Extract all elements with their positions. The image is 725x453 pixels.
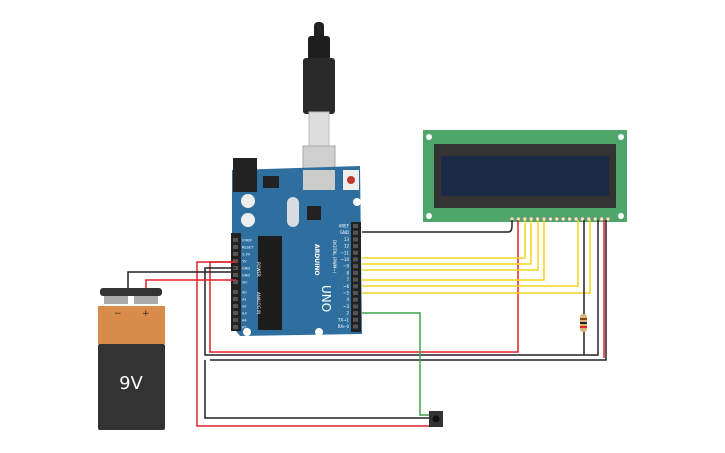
power-pin[interactable] <box>233 245 238 249</box>
digital-pin[interactable] <box>353 230 358 235</box>
digital-pin[interactable] <box>353 250 358 255</box>
digital-pin-label: 12 <box>344 244 350 249</box>
wires <box>127 220 607 427</box>
analog-pin-label: A3 <box>242 312 247 316</box>
analog-pin[interactable] <box>233 325 238 329</box>
digital-pin[interactable] <box>353 244 358 249</box>
digital-pin-label: ~9 <box>343 264 349 269</box>
arduino-brand: ARDUINO <box>313 244 320 275</box>
digital-pin-label: ~5 <box>343 291 349 296</box>
lcd-pin[interactable] <box>548 216 553 222</box>
analog-pin-label: A1 <box>242 298 247 302</box>
digital-pin-label: 2 <box>346 311 349 316</box>
power-pin-label: 5V <box>242 260 247 264</box>
power-pin-label: GND <box>242 267 250 271</box>
digital-pin-label: GND <box>340 230 349 235</box>
power-label: POWER <box>256 262 261 277</box>
analog-pin-label: A5 <box>242 326 247 330</box>
lcd-pin[interactable] <box>554 216 560 222</box>
lcd-screen <box>441 156 609 196</box>
lcd-pin[interactable] <box>573 216 579 222</box>
digital-pin[interactable] <box>353 237 358 242</box>
digital-pin-label: 13 <box>344 237 350 242</box>
digital-pin-label: AREF <box>339 224 350 229</box>
power-pin-label: Vin <box>242 281 248 285</box>
analog-label: ANALOG IN <box>256 292 261 314</box>
digital-pin[interactable] <box>353 257 358 262</box>
lcd-pin[interactable] <box>599 216 604 222</box>
battery-minus: − <box>114 309 122 319</box>
lcd-pin[interactable] <box>605 216 611 222</box>
lcd-16x2[interactable] <box>423 130 627 222</box>
lcd-pin[interactable] <box>560 216 566 222</box>
digital-pin[interactable] <box>353 317 358 322</box>
digital-pin[interactable] <box>353 291 358 295</box>
power-pin[interactable] <box>233 252 238 256</box>
reset-button[interactable] <box>347 176 355 184</box>
atmega-chip <box>258 236 282 330</box>
digital-pin[interactable] <box>353 284 358 289</box>
lcd-pin[interactable] <box>592 216 598 222</box>
digital-pin[interactable] <box>353 297 358 302</box>
digital-pin[interactable] <box>353 277 358 282</box>
power-pin[interactable] <box>233 273 238 277</box>
resistor[interactable] <box>580 314 587 332</box>
battery-9v[interactable]: − + 9V <box>98 288 165 430</box>
digital-label: DIGITAL (PWM~) <box>332 240 337 274</box>
analog-pin[interactable] <box>233 297 238 301</box>
power-pin-label: IOREF <box>242 239 252 243</box>
digital-pin-label: ~3 <box>343 304 349 309</box>
digital-pin-label: 4 <box>346 297 349 302</box>
digital-pin-label: TX→1 <box>337 317 350 322</box>
analog-pin[interactable] <box>233 311 238 315</box>
analog-pin[interactable] <box>233 290 238 294</box>
power-pin-label: 3.3V <box>242 253 251 257</box>
digital-pin[interactable] <box>353 311 358 316</box>
digital-pin-label: ~11 <box>341 250 350 255</box>
lcd-pin[interactable] <box>567 216 572 222</box>
power-pin[interactable] <box>233 259 238 263</box>
analog-pin-label: A4 <box>242 319 247 323</box>
analog-pin-label: A2 <box>242 305 247 309</box>
digital-pin[interactable] <box>353 264 358 269</box>
pushbutton[interactable] <box>429 411 443 427</box>
power-pin-label: GND <box>242 274 250 278</box>
digital-pin-label: 7 <box>346 277 349 282</box>
analog-pin-label: A0 <box>242 291 247 295</box>
digital-pin[interactable] <box>353 304 358 309</box>
digital-pin[interactable] <box>353 224 358 228</box>
arduino-model: UNO <box>319 285 333 312</box>
digital-pin-label: ~10 <box>341 257 350 262</box>
power-pin[interactable] <box>233 238 238 242</box>
digital-pin-label: RX←0 <box>338 324 350 329</box>
digital-pin[interactable] <box>353 324 358 329</box>
power-pin-label: RESET <box>242 246 254 250</box>
power-pin[interactable] <box>233 280 238 284</box>
digital-pin-label: ~6 <box>343 284 349 289</box>
analog-pin[interactable] <box>233 318 238 322</box>
analog-pin[interactable] <box>233 304 238 308</box>
usb-cable[interactable] <box>302 22 336 191</box>
battery-plus: + <box>142 309 150 319</box>
digital-pin-label: 8 <box>346 270 349 275</box>
digital-pin[interactable] <box>353 270 358 275</box>
battery-label: 9V <box>119 373 143 394</box>
